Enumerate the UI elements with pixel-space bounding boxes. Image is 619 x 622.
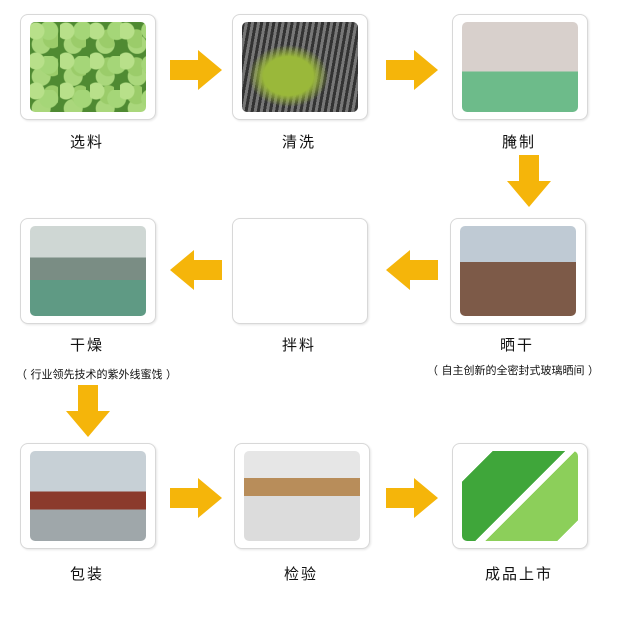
pickling-pools-photo xyxy=(462,22,578,112)
arrow-right-icon xyxy=(170,478,222,518)
step-label: 成品上市 xyxy=(484,565,553,583)
glass-drying-house-photo xyxy=(460,226,576,316)
step-label: 检验 xyxy=(283,565,318,583)
arrow-left-icon xyxy=(170,250,222,290)
arrow-right-icon xyxy=(386,478,438,518)
arrow-down-icon xyxy=(66,385,110,437)
step-label: 腌制 xyxy=(501,133,536,151)
arrow-right-icon xyxy=(170,50,222,90)
step-label: 干燥 xyxy=(69,336,104,354)
drying-room-photo xyxy=(30,226,146,316)
step-label: 选料 xyxy=(69,133,104,151)
arrow-down-icon xyxy=(507,155,551,207)
step-wash-image xyxy=(232,14,368,120)
step-sun-dry-image xyxy=(450,218,586,324)
step-select-image xyxy=(20,14,156,120)
packing-line-photo xyxy=(30,451,146,541)
step-label: 包装 xyxy=(69,565,104,583)
step-label: 晒干 xyxy=(499,336,534,354)
arrow-left-icon xyxy=(386,250,438,290)
step-dry-image xyxy=(20,218,156,324)
step-pickle-image xyxy=(452,14,588,120)
mixing-room-photo xyxy=(242,226,358,316)
product-packages-photo xyxy=(462,451,578,541)
step-product-image xyxy=(452,443,588,549)
step-note: （ 自主创新的全密封式玻璃晒间 ） xyxy=(427,364,599,377)
step-inspect-image xyxy=(234,443,370,549)
step-note: （ 行业领先技术的紫外线蜜饯 ） xyxy=(16,368,177,381)
lab-inspection-photo xyxy=(244,451,360,541)
washing-machine-photo xyxy=(242,22,358,112)
step-mix-image xyxy=(232,218,368,324)
step-label: 清洗 xyxy=(281,133,316,151)
green-plums-photo xyxy=(30,22,146,112)
step-pack-image xyxy=(20,443,156,549)
step-label: 拌料 xyxy=(281,336,316,354)
arrow-right-icon xyxy=(386,50,438,90)
